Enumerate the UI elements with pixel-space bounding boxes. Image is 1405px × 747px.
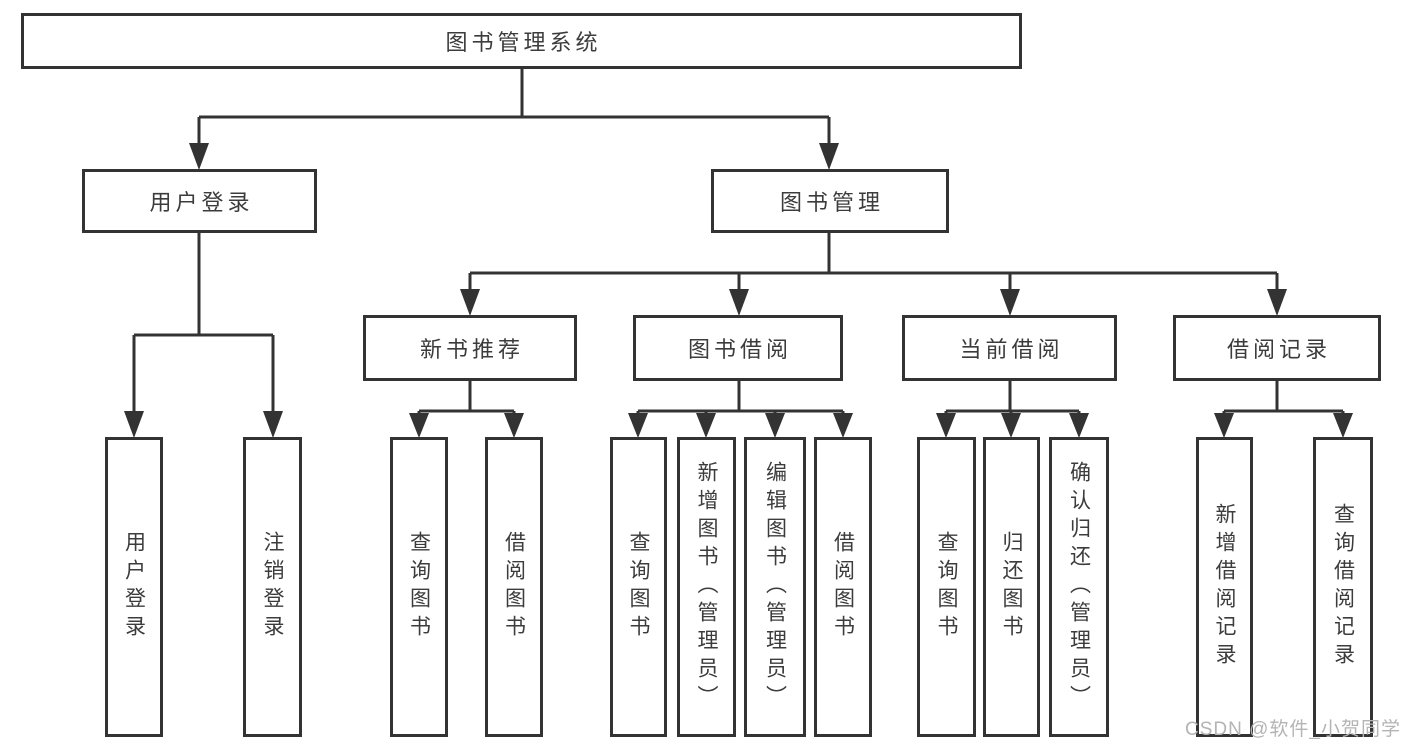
node-label: 借阅图书	[831, 531, 855, 643]
node-label: 查询图书	[935, 531, 958, 643]
node-label: 图书管理系统	[445, 30, 602, 55]
leaf-logout: 注销登录	[243, 437, 302, 737]
node-current-borrow: 当前借阅	[902, 315, 1117, 381]
node-label: 查询借阅记录	[1331, 503, 1355, 671]
node-root-system: 图书管理系统	[21, 13, 1022, 69]
node-book-management: 图书管理	[711, 169, 949, 233]
node-label: 新增图书（管理员）	[695, 461, 718, 713]
node-new-book-recommend: 新书推荐	[363, 315, 577, 381]
node-label: 注销登录	[261, 531, 284, 643]
leaf-return-books: 归还图书	[983, 437, 1040, 737]
leaf-add-books-admin: 新增图书（管理员）	[677, 437, 736, 737]
leaf-query-books-3: 查询图书	[917, 437, 976, 737]
node-label: 用户登录	[122, 531, 146, 643]
leaf-edit-books-admin: 编辑图书（管理员）	[744, 437, 806, 737]
node-label: 归还图书	[1000, 531, 1023, 643]
node-label: 图书借阅	[687, 337, 792, 362]
leaf-user-login: 用户登录	[105, 437, 163, 737]
node-book-borrow: 图书借阅	[633, 315, 843, 381]
node-label: 查询图书	[407, 531, 431, 643]
leaf-query-books-2: 查询图书	[610, 437, 667, 737]
node-label: 图书管理	[779, 190, 884, 215]
node-label: 新增借阅记录	[1213, 503, 1236, 671]
node-label: 借阅图书	[502, 531, 526, 643]
node-label: 查询图书	[627, 531, 650, 643]
leaf-query-books-1: 查询图书	[390, 437, 448, 737]
node-user-login: 用户登录	[82, 169, 317, 233]
node-borrow-records: 借阅记录	[1173, 315, 1381, 381]
leaf-borrow-books-2: 借阅图书	[814, 437, 872, 737]
csdn-watermark: CSDN @软件_小贺同学	[1185, 719, 1401, 740]
node-label: 借阅记录	[1226, 337, 1331, 362]
leaf-confirm-return-admin: 确认归还（管理员）	[1049, 437, 1109, 737]
node-label: 用户登录	[149, 190, 254, 215]
node-label: 确认归还（管理员）	[1067, 461, 1091, 713]
node-label: 当前借阅	[959, 337, 1064, 362]
leaf-add-borrow-record: 新增借阅记录	[1196, 437, 1253, 737]
node-label: 新书推荐	[419, 337, 524, 362]
leaf-query-borrow-record: 查询借阅记录	[1313, 437, 1373, 737]
node-label: 编辑图书（管理员）	[763, 461, 787, 713]
leaf-borrow-books-1: 借阅图书	[485, 437, 543, 737]
